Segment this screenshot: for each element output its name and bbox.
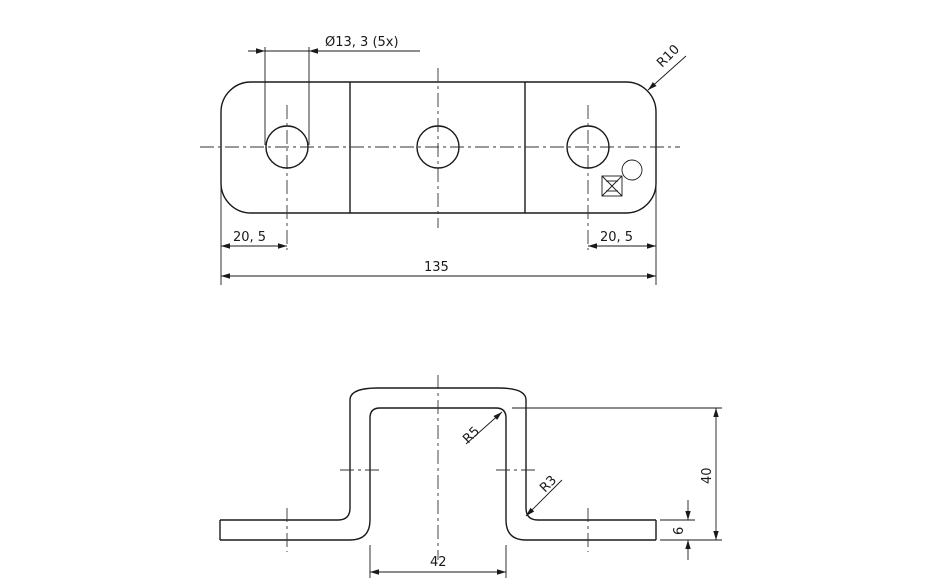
height-dim: 40 xyxy=(700,467,715,484)
left-offset-dim: 20, 5 xyxy=(233,230,266,245)
inner-radius-dim: R3 xyxy=(537,473,560,496)
overall-length-dim: 135 xyxy=(424,260,449,275)
hole-3 xyxy=(566,125,610,169)
hole-1 xyxy=(265,125,309,169)
outer-radius-dim: R5 xyxy=(460,424,483,447)
right-offset-dim: 20, 5 xyxy=(600,230,633,245)
thickness-dim: 6 xyxy=(672,527,687,535)
hole-diameter-dim: Ø13, 3 (5x) xyxy=(325,35,399,50)
marking-symbol-icon xyxy=(601,159,643,197)
plate-outline xyxy=(220,81,657,214)
inner-width-dim: 42 xyxy=(430,555,447,570)
hole-2 xyxy=(416,125,460,169)
side-view: R5 R3 40 6 42 xyxy=(219,375,722,578)
corner-radius-dim: R10 xyxy=(654,42,683,71)
top-view: Ø13, 3 (5x) R10 20, 5 20, 5 135 xyxy=(200,35,687,285)
